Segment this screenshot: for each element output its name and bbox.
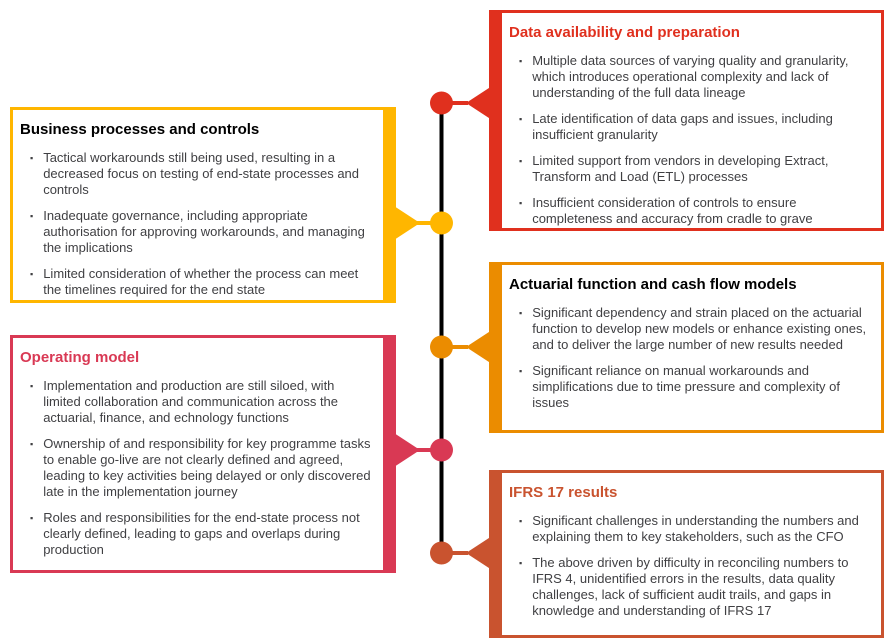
connector-pointer-business-processes [394,206,420,240]
bullet-text: Limited support from vendors in developi… [532,153,829,184]
bullet-text: Roles and responsibilities for the end-s… [43,510,360,557]
connector-pointer-ifrs17-results [466,536,492,570]
bullet-item: ▪ Implementation and production are stil… [20,378,371,426]
bullet-text: The above driven by difficulty in reconc… [532,555,849,618]
bullet-marker: ▪ [30,381,34,391]
box-title-data-availability: Data availability and preparation [509,24,740,41]
bullet-item: ▪ Significant reliance on manual workaro… [509,363,869,411]
connector-pointer-operating-model [394,433,420,467]
bullet-marker: ▪ [30,439,34,449]
timeline-node-operating-model [430,438,453,462]
callout-box-operating-model: Operating model ▪ Implementation and pro… [10,335,396,573]
bullet-marker: ▪ [519,114,523,124]
callout-box-actuarial-function: Actuarial function and cash flow models … [489,262,884,433]
bullet-item: ▪ Significant challenges in understandin… [509,513,869,545]
bullet-text: Significant dependency and strain placed… [532,305,867,352]
bullet-text: Tactical workarounds still being used, r… [43,150,360,197]
bullet-text: Implementation and production are still … [43,378,339,425]
bullet-item: ▪ The above driven by difficulty in reco… [509,555,869,619]
bullet-item: ▪ Tactical workarounds still being used,… [20,150,371,198]
bullet-marker: ▪ [519,156,523,166]
bullet-text: Significant challenges in understanding … [532,513,859,544]
box-title-ifrs17-results: IFRS 17 results [509,484,618,501]
bullet-text: Inadequate governance, including appropr… [43,208,365,255]
bullet-list: ▪ Multiple data sources of varying quali… [509,53,869,227]
bullet-marker: ▪ [519,198,523,208]
bullet-marker: ▪ [519,558,523,568]
bullet-text: Multiple data sources of varying quality… [532,53,849,100]
timeline-node-business-processes [430,211,453,235]
box-title-business-processes: Business processes and controls [20,121,260,138]
bullet-marker: ▪ [519,516,523,526]
bullet-item: ▪ Roles and responsibilities for the end… [20,510,371,558]
bullet-list: ▪ Tactical workarounds still being used,… [20,150,371,298]
bullet-marker: ▪ [30,269,34,279]
timeline-node-data-availability [430,91,453,115]
bullet-item: ▪ Significant dependency and strain plac… [509,305,869,353]
bullet-text: Significant reliance on manual workaroun… [532,363,841,410]
box-title-actuarial-function: Actuarial function and cash flow models [509,276,797,293]
callout-box-ifrs17-results: IFRS 17 results ▪ Significant challenges… [489,470,884,638]
bullet-marker: ▪ [519,308,523,318]
connector-pointer-actuarial-function [466,330,492,364]
timeline-node-actuarial-function [430,335,453,359]
box-title-operating-model: Operating model [20,349,140,366]
bullet-text: Insufficient consideration of controls t… [532,195,813,226]
bullet-list: ▪ Implementation and production are stil… [20,378,371,558]
bullet-text: Late identification of data gaps and iss… [532,111,833,142]
bullet-item: ▪ Limited consideration of whether the p… [20,266,371,298]
bullet-item: ▪ Late identification of data gaps and i… [509,111,869,143]
callout-box-data-availability: Data availability and preparation ▪ Mult… [489,10,884,231]
bullet-marker: ▪ [519,56,523,66]
bullet-text: Limited consideration of whether the pro… [43,266,359,297]
bullet-item: ▪ Multiple data sources of varying quali… [509,53,869,101]
bullet-marker: ▪ [519,366,523,376]
bullet-item: ▪ Limited support from vendors in develo… [509,153,869,185]
bullet-item: ▪ Inadequate governance, including appro… [20,208,371,256]
bullet-list: ▪ Significant dependency and strain plac… [509,305,869,411]
bullet-marker: ▪ [30,513,34,523]
bullet-text: Ownership of and responsibility for key … [43,436,371,499]
bullet-item: ▪ Ownership of and responsibility for ke… [20,436,371,500]
bullet-list: ▪ Significant challenges in understandin… [509,513,869,619]
timeline-node-ifrs17-results [430,541,453,565]
bullet-marker: ▪ [30,211,34,221]
connector-pointer-data-availability [466,86,492,120]
bullet-item: ▪ Insufficient consideration of controls… [509,195,869,227]
callout-box-business-processes: Business processes and controls ▪ Tactic… [10,107,396,303]
bullet-marker: ▪ [30,153,34,163]
